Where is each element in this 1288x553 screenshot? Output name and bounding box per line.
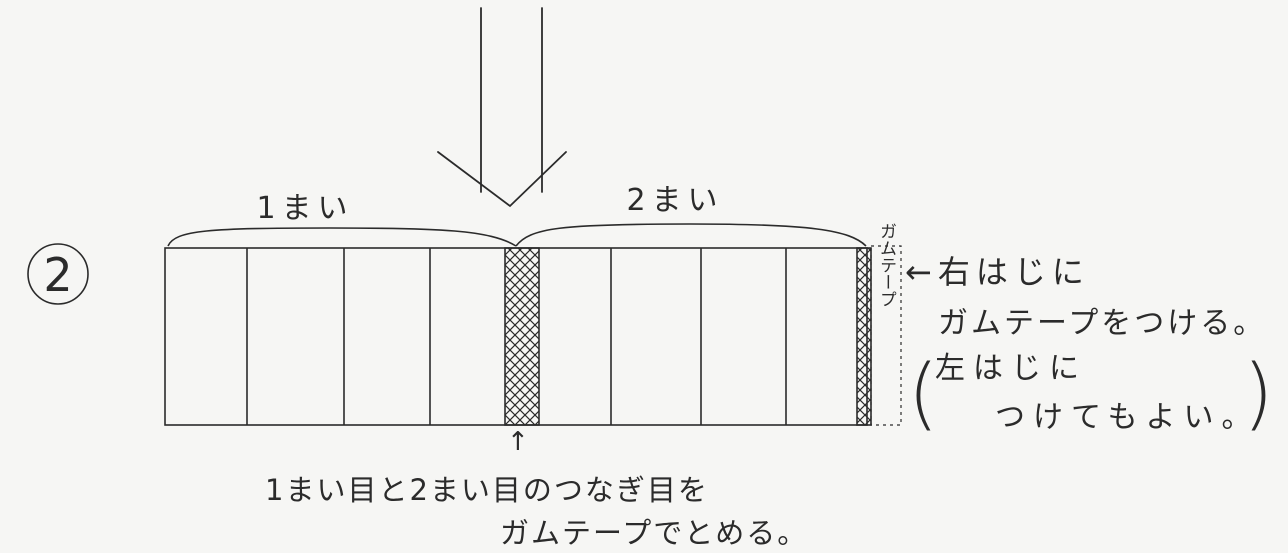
paren-close: ) — [1243, 349, 1273, 439]
sheet2-label: 2まい — [626, 183, 723, 218]
right-edge-tape — [856, 247, 872, 426]
side-tape-label: ガムテープ — [876, 222, 896, 307]
bottom-note-line2: ガムテープでとめる。 — [500, 516, 808, 550]
paren-open: ( — [908, 349, 938, 439]
right-note-line1: ←右はじに — [905, 253, 1090, 291]
step-number: 2 — [43, 248, 72, 302]
bottom-note-line1: 1まい目と2まい目のつなぎ目を — [265, 473, 709, 507]
paren-note-line1: 左はじに — [935, 351, 1087, 386]
sheet1-label: 1まい — [256, 191, 353, 226]
paren-note-line2: つけてもよい。 — [995, 400, 1260, 435]
sheet2-brace — [515, 223, 867, 247]
down-arrow-icon — [437, 7, 567, 208]
step-number-badge: 2 — [27, 243, 89, 305]
sheet1-brace — [167, 227, 517, 247]
right-note-line2: ガムテープをつける。 — [938, 306, 1266, 341]
joint-arrow-icon: ↑ — [507, 427, 529, 457]
tape-flap-outline — [870, 245, 902, 426]
joint-tape — [504, 247, 540, 426]
